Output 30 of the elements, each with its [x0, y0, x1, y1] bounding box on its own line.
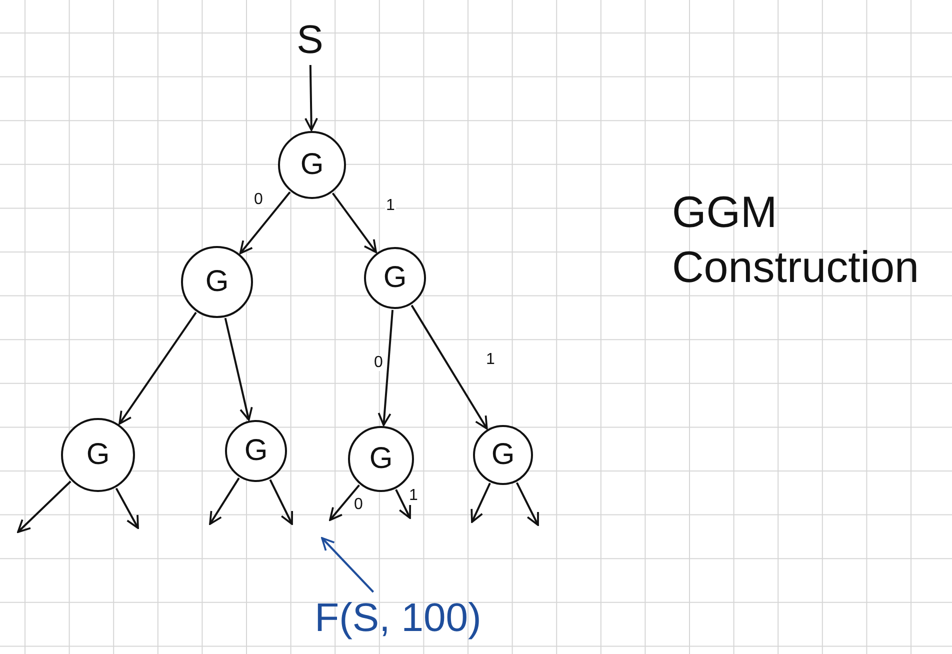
function-label: G: [300, 148, 324, 182]
arrow: [378, 310, 394, 426]
function-label: G: [491, 438, 515, 472]
arrow: [410, 304, 488, 430]
arrow: [321, 537, 374, 593]
seed-label: S: [295, 15, 325, 65]
function-label: G: [205, 265, 229, 299]
arrow: [239, 192, 291, 254]
edge-label: 0: [373, 355, 384, 371]
function-label: G: [244, 434, 268, 468]
function-circle: [364, 247, 426, 309]
arrow: [115, 488, 139, 529]
function-label: G: [383, 261, 407, 295]
arrow: [304, 64, 318, 131]
arrow: [516, 482, 539, 526]
title: GGM Construction: [672, 187, 920, 294]
function-label: G: [369, 442, 393, 476]
arrow: [332, 192, 377, 254]
arrow: [224, 318, 253, 421]
arrow: [17, 480, 72, 533]
arrow: [118, 312, 197, 425]
function-label: G: [86, 438, 110, 472]
arrow: [209, 478, 240, 525]
arrow: [269, 479, 293, 525]
edge-label: 0: [253, 192, 264, 208]
arrow: [470, 482, 491, 523]
output-label: F(S, 100): [273, 592, 523, 644]
function-circle: [61, 418, 135, 492]
arrow: [329, 484, 360, 521]
arrow: [395, 489, 412, 519]
